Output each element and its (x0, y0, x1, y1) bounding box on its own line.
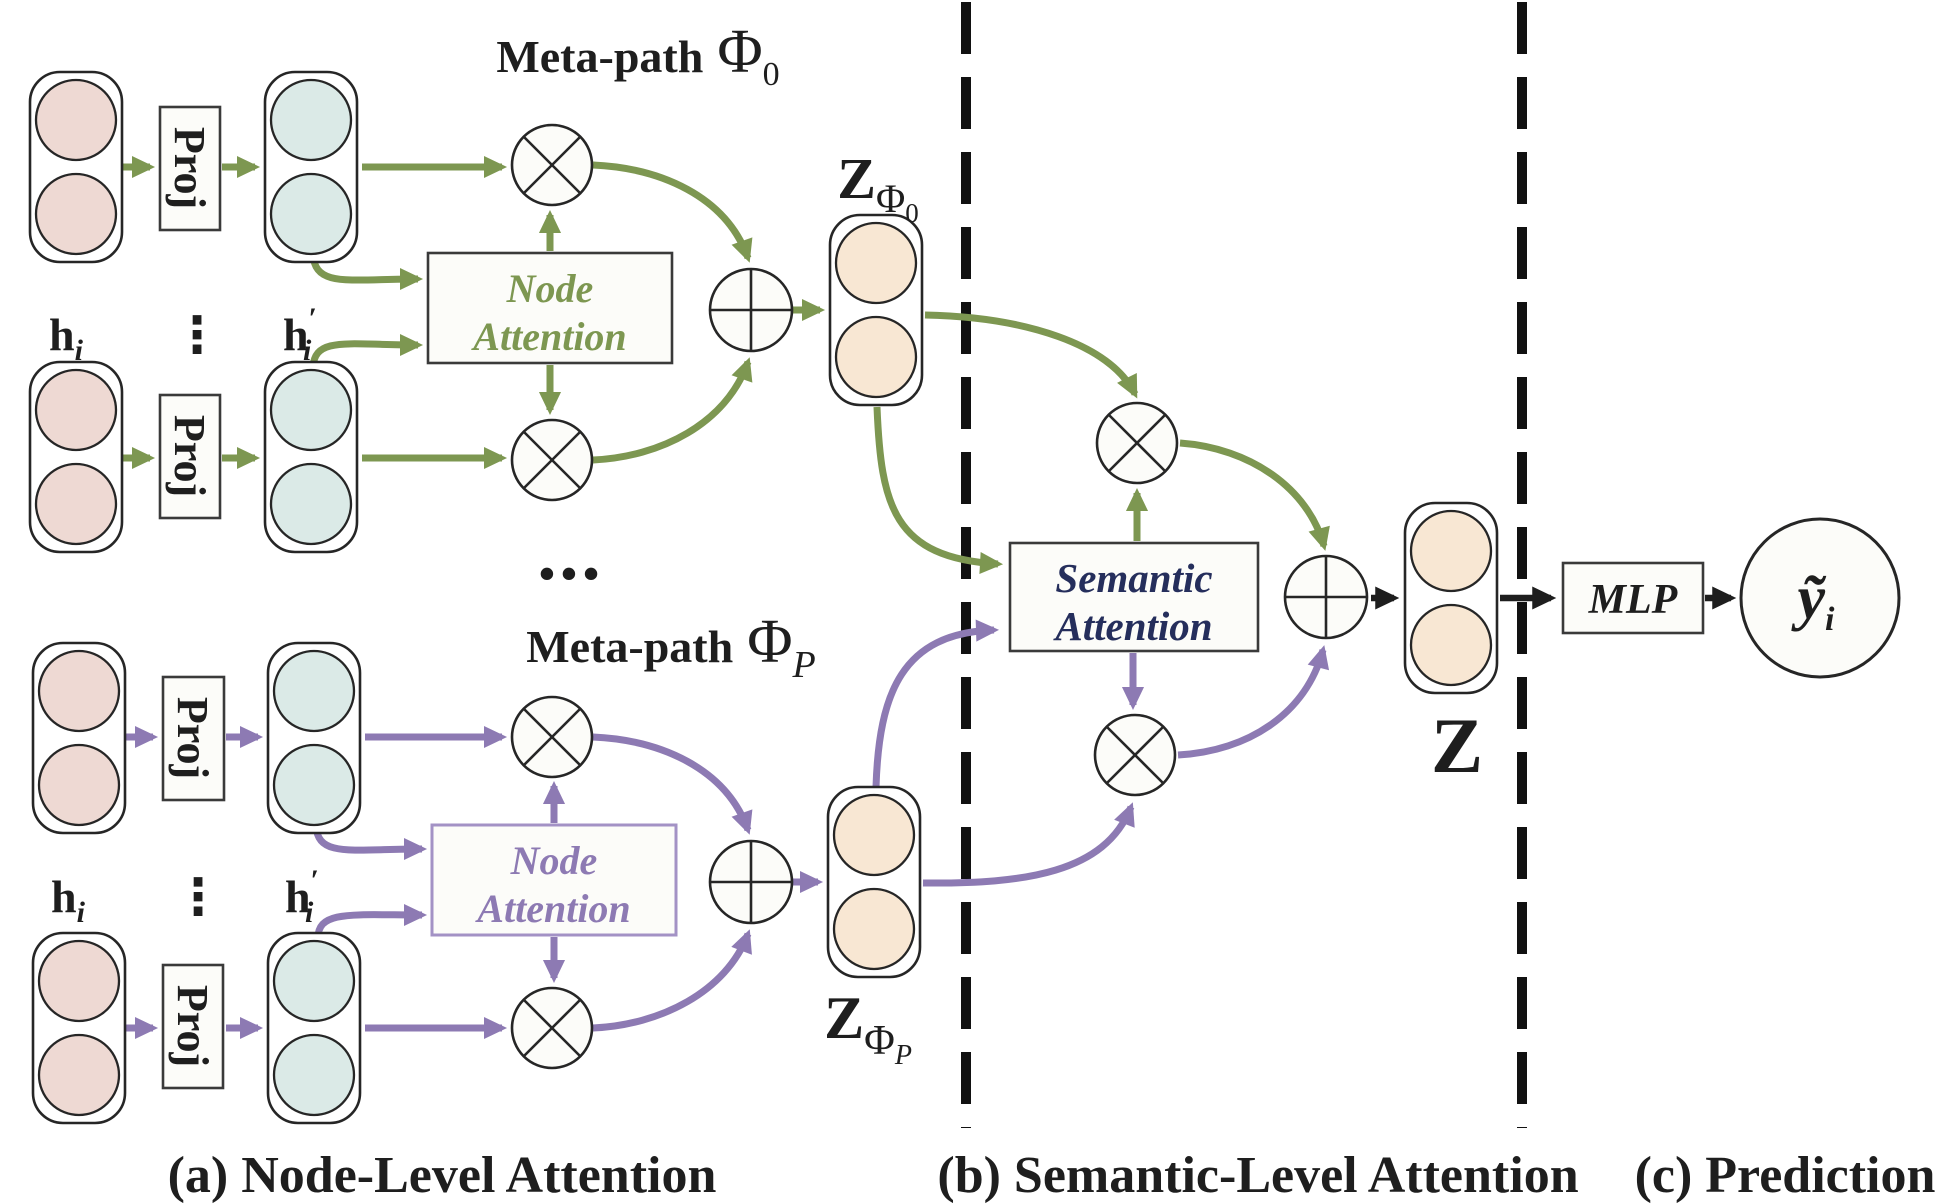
caption-node-level-attention: (a) Node-Level Attention (168, 1147, 717, 1204)
semantic-attention-label-line2: Attention (1052, 603, 1212, 649)
multiply-icon (510, 123, 594, 207)
proj-label: Proj (165, 415, 214, 497)
metapathP-embedding-label: ZΦP (824, 985, 912, 1071)
final-embedding-label: Z (1431, 702, 1483, 789)
projected-feature-label: h′i (283, 302, 317, 367)
sum-icon (1283, 554, 1369, 640)
metapath0-connectors (122, 155, 1330, 574)
multiply-icon (1093, 713, 1177, 797)
proj-box (158, 105, 222, 232)
proj-box (158, 393, 222, 520)
node-attention-label-line1: Node (506, 266, 594, 311)
ellipsis-horizontal-icon: ••• (539, 548, 605, 599)
input-feature-capsule (28, 360, 124, 554)
semantic-attention-box (1008, 541, 1260, 653)
arrow (1177, 645, 1330, 759)
projected-feature-capsule (263, 360, 359, 554)
node-attention-box-metapathP (430, 823, 678, 937)
caption-semantic-level-attention: (b) Semantic-Level Attention (937, 1147, 1578, 1204)
projected-feature-label: h′i (285, 864, 319, 929)
final-embedding-capsule (1403, 501, 1499, 695)
metapath0-embedding-capsule (828, 213, 924, 407)
multiply-icon (510, 695, 594, 779)
arrow (309, 253, 424, 291)
input-feature-label: hi (49, 309, 84, 367)
metapath0-embedding-label: ZΦ0 (837, 146, 918, 228)
metapathP-embedding-capsule (826, 785, 922, 979)
node-attention-label-line1: Node (510, 838, 598, 883)
arrow (873, 406, 1004, 574)
arrow (922, 802, 1135, 887)
arrow (309, 333, 424, 368)
caption-prediction: (c) Prediction (1635, 1147, 1936, 1204)
arrow (312, 825, 428, 861)
input-feature-capsule (31, 641, 127, 835)
proj-box (161, 675, 226, 802)
proj-label: Proj (168, 985, 217, 1067)
semantic-attention-label-line1: Semantic (1055, 555, 1212, 601)
projected-feature-capsule (263, 70, 359, 264)
projected-feature-capsule (266, 931, 362, 1125)
input-feature-capsule (31, 931, 127, 1125)
sum-icon (708, 839, 794, 925)
input-feature-capsule (28, 70, 124, 264)
prediction-output-node (1739, 517, 1901, 679)
multiply-icon (510, 986, 594, 1070)
node-attention-label-line2: Attention (470, 314, 626, 359)
node-attention-box-metapath0 (426, 251, 674, 365)
arrow (592, 161, 753, 263)
arrow (1179, 439, 1330, 551)
arrow (592, 357, 753, 464)
mlp-box (1561, 561, 1705, 635)
arrow (924, 311, 1139, 399)
multiply-icon (510, 418, 594, 502)
arrow (592, 929, 752, 1032)
input-feature-label: hi (51, 871, 86, 929)
ellipsis-vertical-icon: ⋮ (173, 868, 223, 926)
node-attention-label-line2: Attention (474, 886, 630, 931)
sum-icon (708, 267, 794, 353)
arrow (314, 903, 428, 939)
proj-label: Proj (165, 127, 214, 209)
metapathP-connectors (125, 619, 1330, 1040)
arrow (592, 733, 753, 835)
proj-label: Proj (168, 697, 217, 779)
projected-feature-capsule (266, 641, 362, 835)
proj-box (161, 963, 225, 1090)
ellipsis-vertical-icon: ⋮ (172, 306, 222, 364)
multiply-icon (1095, 401, 1179, 485)
arrow (872, 619, 1000, 788)
mlp-label: MLP (1588, 577, 1678, 623)
